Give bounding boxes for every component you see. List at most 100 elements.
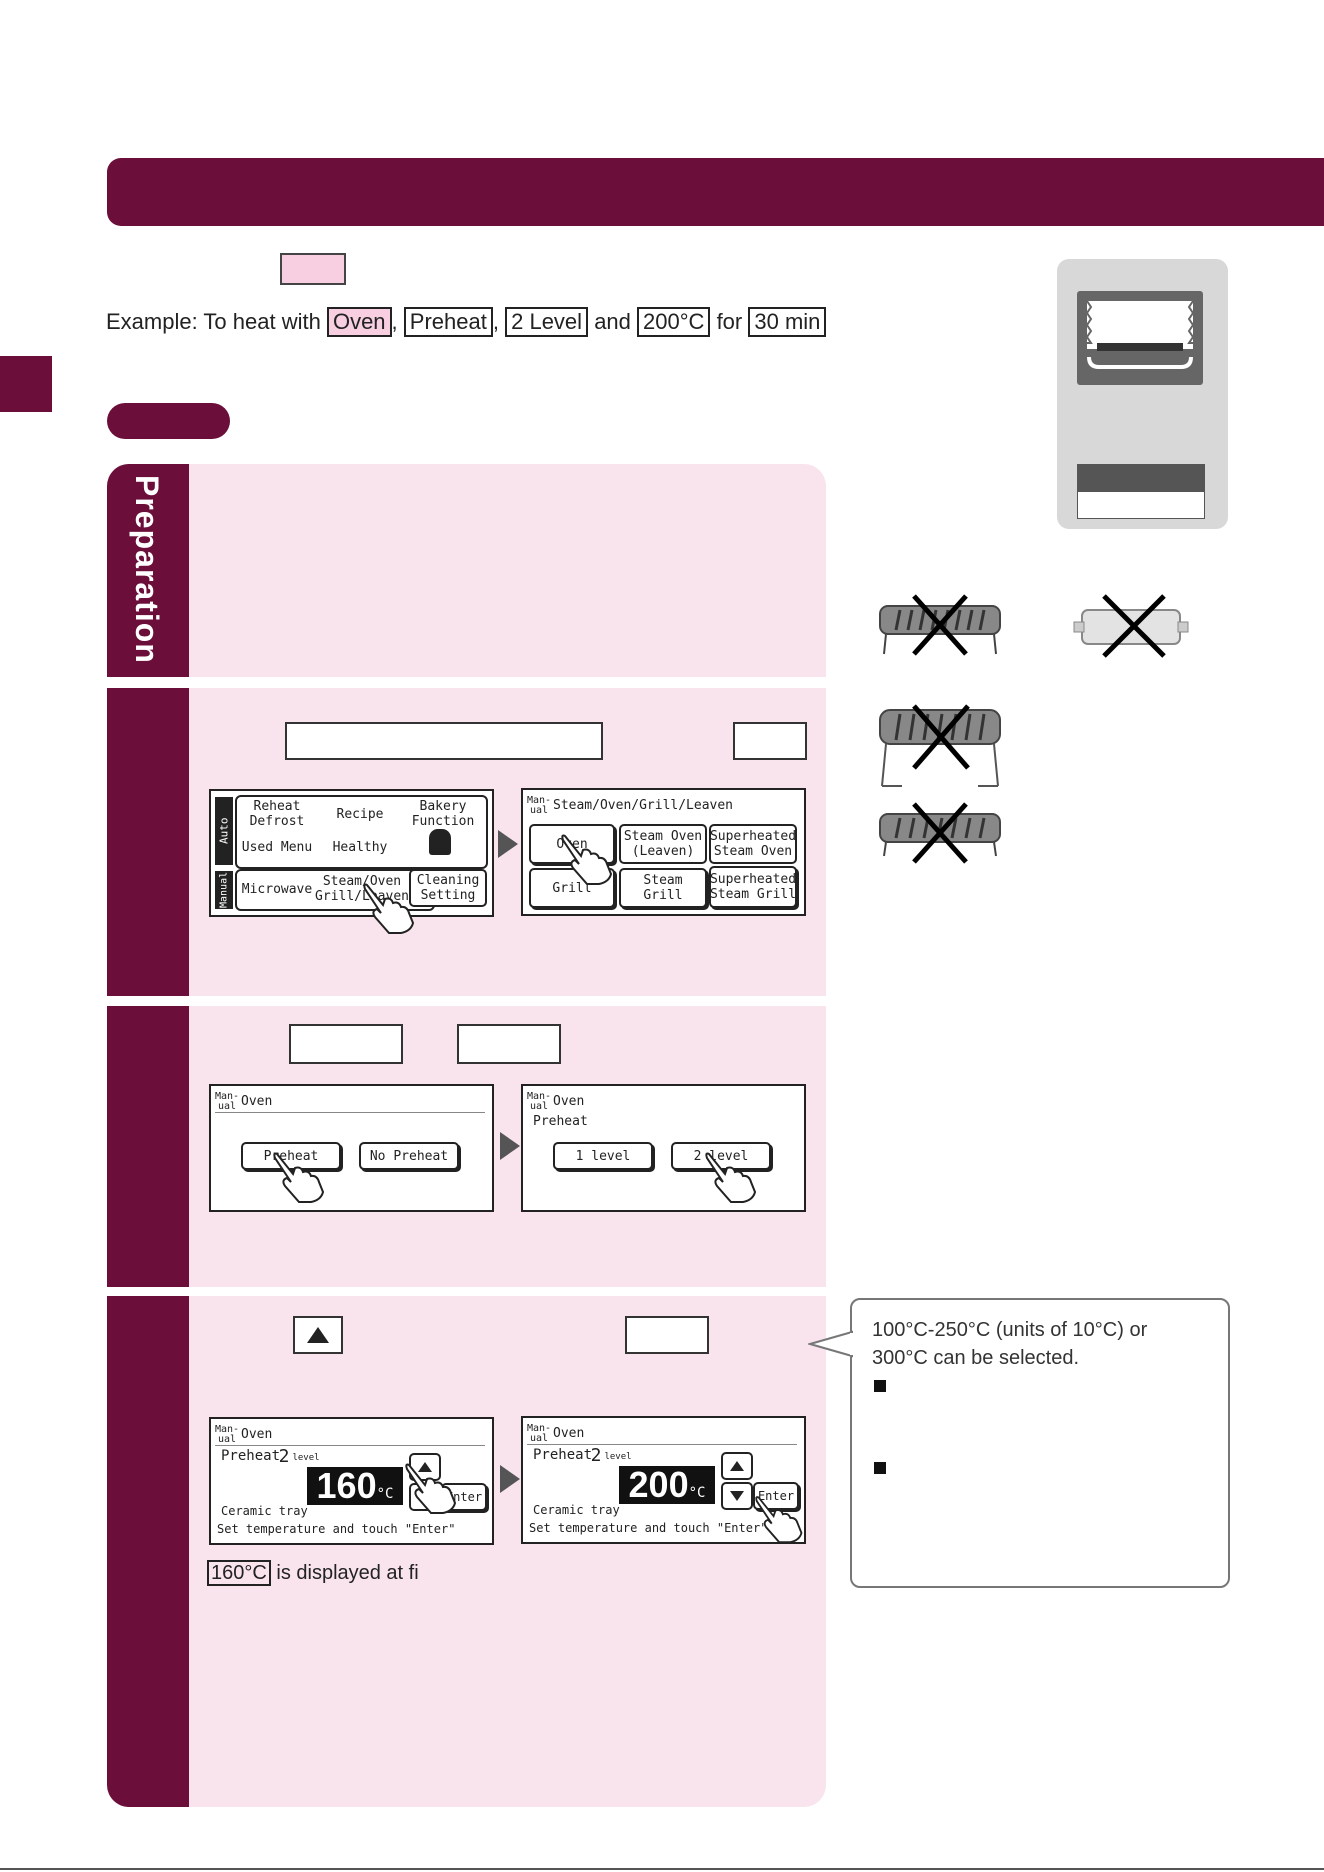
callout-line-2: 300°C can be selected. [872,1347,1080,1369]
oven-label-bar [1077,464,1205,491]
step1-tab [107,688,189,996]
superheated-steam-oven-button[interactable]: Superheated Steam Oven [709,824,797,864]
temperature-display: 160 °C [307,1467,403,1505]
superheated-steam-grill-button[interactable]: Superheated Steam Grill [709,866,797,908]
level-unit: level [292,1452,320,1463]
temp-down-button[interactable] [721,1482,753,1510]
tray-label: Ceramic tray [533,1502,620,1517]
preparation-label: Preparation [129,475,165,664]
header-banner [107,158,1324,226]
tray-label: Ceramic tray [221,1503,308,1518]
screen-header: Steam/Oven/Grill/Leaven [553,797,734,813]
highlight-box [280,253,346,285]
pointing-hand-icon [561,834,613,885]
triangle-up-icon [730,1461,744,1471]
step3-key [625,1316,709,1354]
flow-arrow [500,1465,520,1493]
temp-key: 200°C [637,307,711,337]
steam-oven-leaven-button[interactable]: Steam Oven (Leaven) [619,824,707,864]
temp-160-key: 160°C [207,1560,271,1586]
recipe-button[interactable]: Recipe [336,806,384,822]
step2-tab [107,1006,189,1287]
preheat-label: Preheat [221,1447,281,1464]
screen-header: Oven [553,1093,585,1109]
healthy-button[interactable]: Healthy [332,839,388,855]
touch-screen-level-select: Man- ual Oven Preheat 1 level 2 level [521,1084,806,1212]
touch-screen-temp-200: Man- ual Oven Preheat 2 level 200 °C Ent… [521,1416,806,1544]
manual-tag: Man- ual [526,1423,552,1444]
flow-arrow [498,830,518,858]
tray-crossed-icon [1073,594,1189,658]
callout-pointer [808,1330,854,1358]
bread-icon [429,829,451,855]
preheat-label: Preheat [533,1446,593,1463]
level-number: 2 [278,1445,290,1467]
oven-label-field [1077,491,1205,519]
oven-illustration-panel [1057,259,1228,529]
auto-menu-grid [235,795,488,869]
level-key: 2 Level [505,307,589,337]
temperature-display: 200 °C [619,1466,715,1504]
example-line: Example: To heat with Oven, Preheat, 2 L… [106,307,827,337]
touch-screen-main-menu: Auto Manual Reheat Defrost Recipe Bakery… [209,789,494,934]
grill-stand-crossed-icon [879,704,1001,787]
oven-key: Oven [326,307,392,337]
example-prefix: Example: To heat with [106,309,321,334]
reheat-defrost-button[interactable]: Reheat Defrost [249,799,305,829]
time-key: 30 min [748,307,827,337]
no-preheat-button[interactable]: No Preheat [359,1142,459,1170]
auto-tab: Auto [215,797,233,865]
microwave-button[interactable]: Microwave [241,881,313,897]
triangle-up-icon [418,1462,432,1472]
level-2-button[interactable]: 2 level [671,1142,771,1170]
step2-key-1 [289,1024,403,1064]
screen-header: Oven [241,1426,273,1442]
display-note: 160°C is displayed at fi [207,1560,419,1586]
steam-grill-button[interactable]: Steam Grill [619,868,707,908]
preheat-button[interactable]: Preheat [241,1142,341,1170]
chapter-edge-tab [0,356,52,412]
grill-rack-crossed-icon [879,594,1001,656]
step1-key-small [733,722,807,760]
step3-panel [189,1296,826,1807]
screen-header: Oven [553,1425,585,1441]
bottom-rule [0,1868,1324,1870]
manual-tab: Manual [215,871,233,909]
pointing-hand-icon [705,1152,757,1203]
manual-tag: Man- ual [214,1424,240,1445]
step2-key-2 [457,1024,561,1064]
cleaning-setting-button[interactable]: Cleaning Setting [409,869,487,907]
manual-tag: Man- ual [526,795,552,816]
level-number: 2 [590,1444,602,1466]
instruction-footer: Set temperature and touch "Enter" [529,1520,768,1535]
comma: , [492,309,499,334]
level-1-button[interactable]: 1 level [553,1142,653,1170]
used-menu-button[interactable]: Used Menu [241,839,313,855]
temperature-callout: 100°C-250°C (units of 10°C) or 300°C can… [850,1298,1230,1588]
manual-tag: Man- ual [214,1091,240,1112]
preheat-key: Preheat [403,307,493,337]
flow-arrow [500,1132,520,1160]
bakery-function-button[interactable]: Bakery Function [411,799,475,829]
callout-line-1: 100°C-250°C (units of 10°C) or [872,1319,1148,1341]
step3-tab [107,1296,189,1807]
comma: , [391,309,398,334]
pointing-hand-icon [755,1496,803,1544]
level-unit: level [604,1451,632,1462]
touch-screen-temp-160: Man- ual Oven Preheat 2 level 160 °C Ent… [209,1417,494,1545]
pointing-hand-icon [405,1463,457,1514]
bullet-square [874,1462,886,1474]
grill-mode-button[interactable]: Grill [529,868,615,908]
pointing-hand-icon [273,1152,325,1203]
display-note-text: is displayed at fi [276,1562,419,1584]
instruction-footer: Set temperature and touch "Enter" [217,1521,456,1536]
manual-tag: Man- ual [526,1091,552,1112]
oven-cavity-icon [1077,291,1203,385]
step1-key-wide [285,722,603,760]
for-text: for [716,309,743,334]
enter-button[interactable]: Enter [753,1482,799,1510]
preparation-tab [107,464,189,677]
triangle-up-icon [307,1327,329,1343]
screen-header: Oven [241,1093,273,1109]
temp-up-button[interactable] [721,1452,753,1480]
